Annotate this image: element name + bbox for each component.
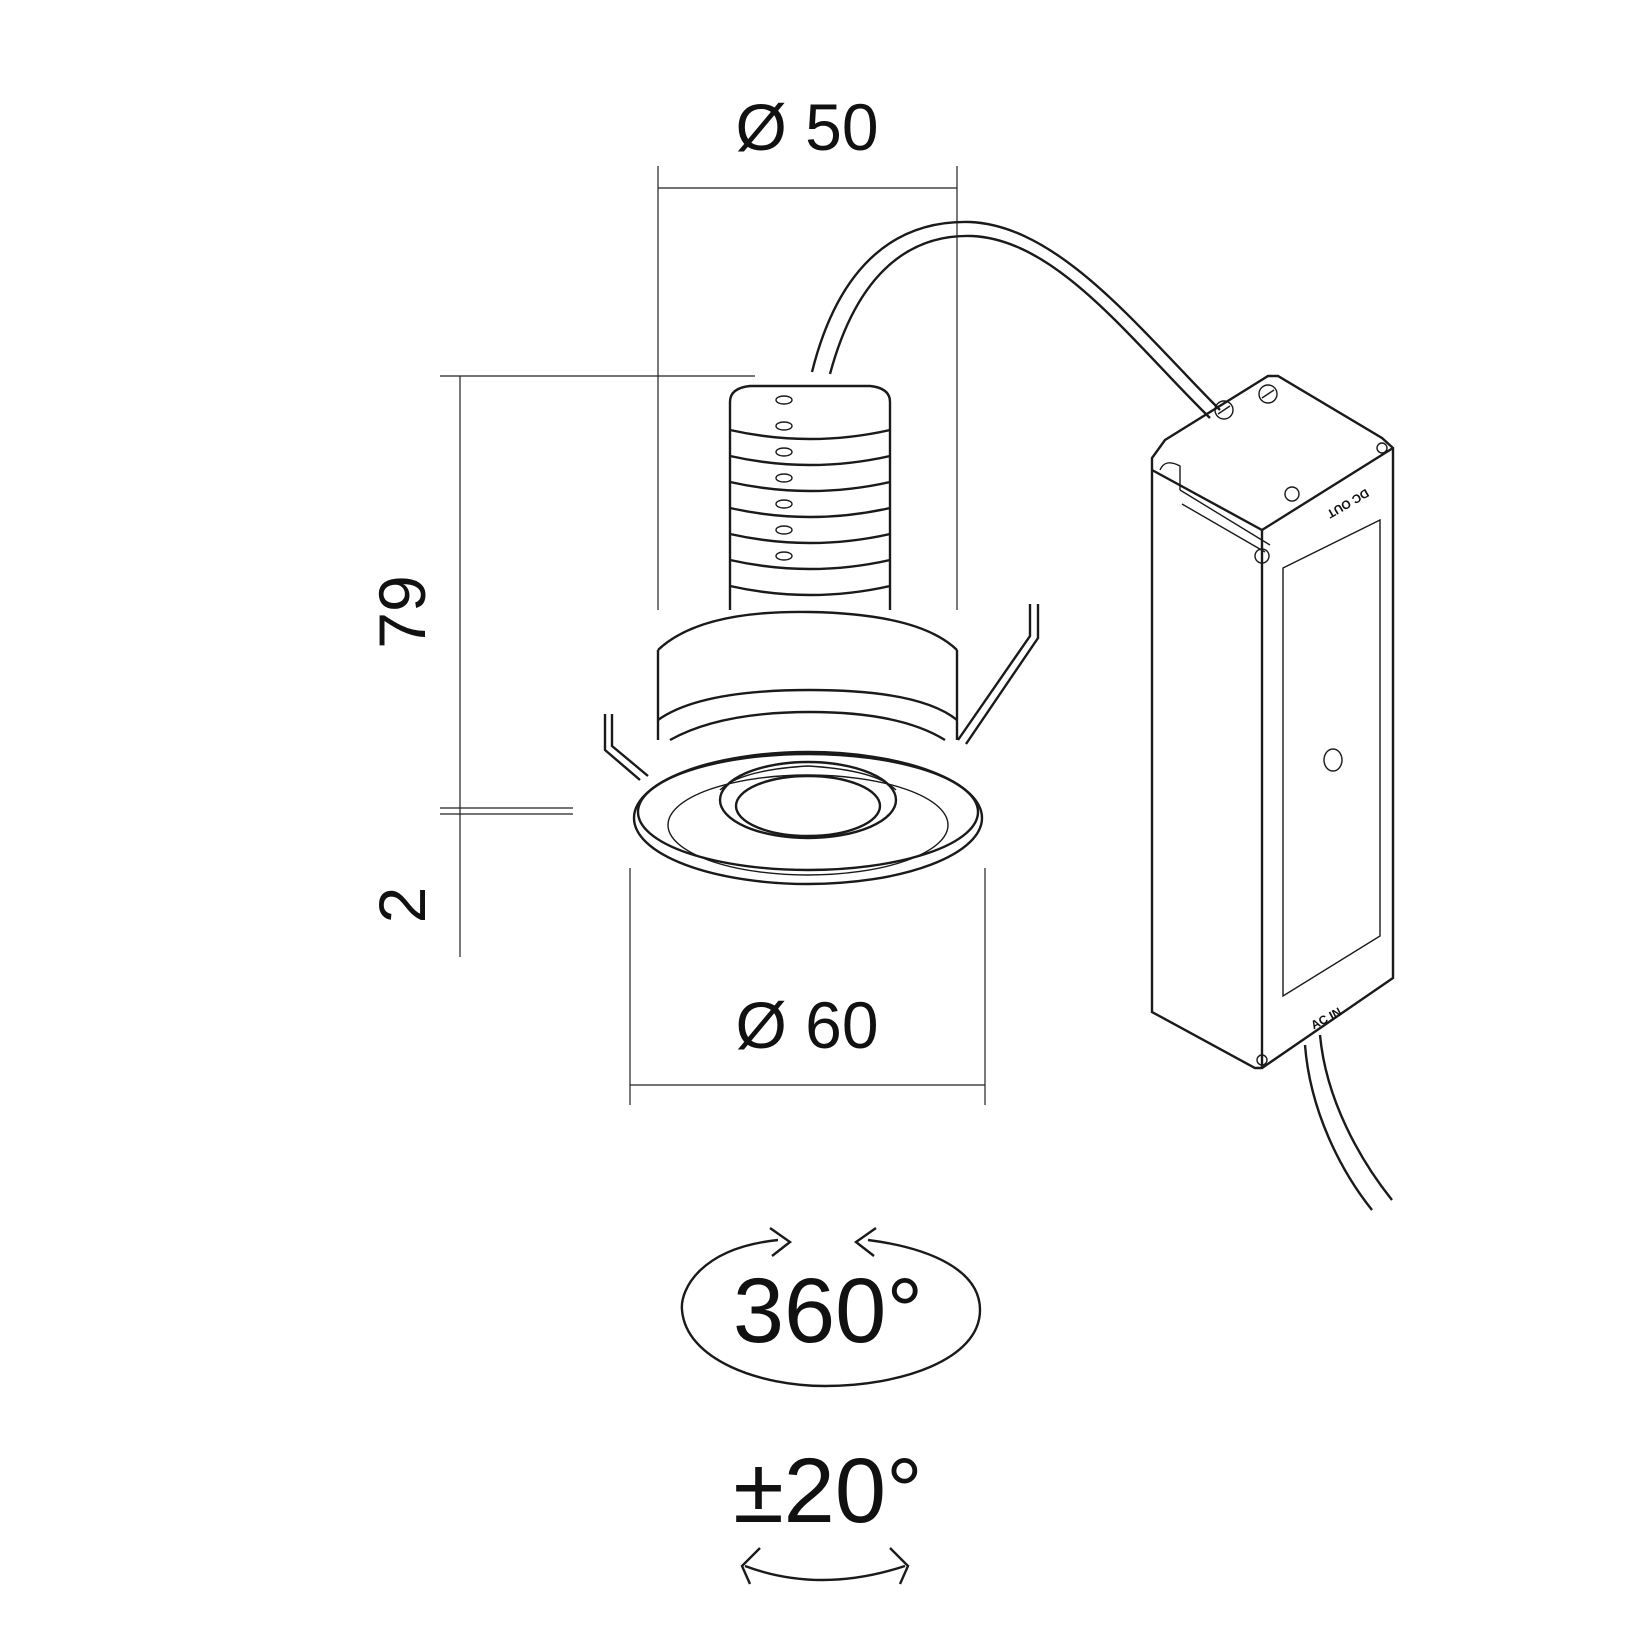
- rotation-symbol: 360°: [680, 1227, 982, 1388]
- tilt-arrow-right-icon: [889, 1547, 910, 1585]
- top-diameter-label: Ø 50: [735, 90, 878, 164]
- arrow-right-icon: [769, 1227, 793, 1257]
- bottom-diameter-dimension: Ø 60: [629, 868, 986, 1105]
- top-diameter-dimension: Ø 50: [657, 90, 958, 610]
- bottom-diameter-label: Ø 60: [735, 988, 878, 1062]
- bezel-height-label: 2: [365, 887, 439, 924]
- cable-top: [810, 220, 1221, 419]
- height-dimension: 79 2: [365, 375, 755, 957]
- ac-in-label: AC IN: [1308, 1005, 1343, 1033]
- tilt-arrow-left-icon: [740, 1547, 761, 1585]
- lamp-body: [656, 610, 959, 742]
- lens: [718, 760, 898, 840]
- arrow-left-icon: [853, 1227, 877, 1257]
- dc-out-label: DC OUT: [1324, 486, 1371, 521]
- driver-box: DC OUT AC IN: [1150, 374, 1395, 1070]
- heatsink: [728, 384, 892, 610]
- spring-clips: [603, 604, 1040, 781]
- bezel: [632, 750, 984, 886]
- tilt-label: ±20°: [733, 1440, 923, 1542]
- tilt-symbol: ±20°: [733, 1440, 923, 1585]
- cable-bottom: [1303, 1034, 1393, 1211]
- rotation-label: 360°: [733, 1260, 923, 1362]
- height-label: 79: [365, 575, 439, 648]
